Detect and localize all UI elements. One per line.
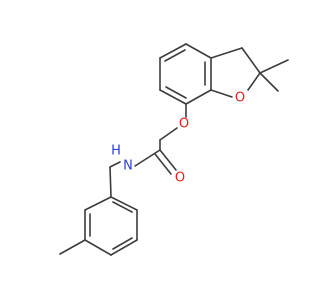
carbonyl-bond	[159, 149, 177, 171]
tolyl-ring	[59, 196, 138, 256]
ether-oxygen-label: O	[179, 117, 189, 132]
bond	[210, 47, 243, 59]
methyl-bond	[59, 239, 86, 255]
bond	[241, 47, 261, 74]
bond	[159, 43, 187, 59]
bond	[247, 72, 261, 91]
bond	[109, 161, 121, 168]
dihydrofuran-ring	[210, 47, 289, 98]
oxyacetamide-linker	[109, 103, 187, 198]
bond	[110, 239, 138, 256]
bond	[185, 43, 212, 59]
double-bond-inner	[112, 237, 133, 250]
bond	[109, 166, 112, 198]
amide-nitrogen-label: N	[123, 159, 133, 174]
bond	[84, 239, 112, 256]
bond	[110, 196, 138, 211]
methyl-bond	[259, 72, 279, 92]
ring-oxygen-label: O	[235, 91, 245, 106]
amide-hydrogen-label: H	[111, 144, 121, 159]
bond	[210, 89, 233, 98]
double-bond-inner	[112, 201, 133, 213]
bond	[84, 196, 112, 211]
carbonyl-oxygen-label: O	[175, 171, 185, 186]
carbonyl-bond	[154, 153, 172, 175]
bond	[185, 89, 212, 105]
benzofuran-aromatic-ring	[159, 43, 212, 105]
double-bond-inner	[165, 86, 187, 99]
methyl-bond	[259, 59, 289, 74]
bond	[159, 127, 178, 141]
bond	[134, 149, 161, 167]
bond	[159, 89, 187, 105]
molecule-structure: O O O N H	[59, 43, 289, 256]
double-bond-inner	[164, 49, 186, 62]
